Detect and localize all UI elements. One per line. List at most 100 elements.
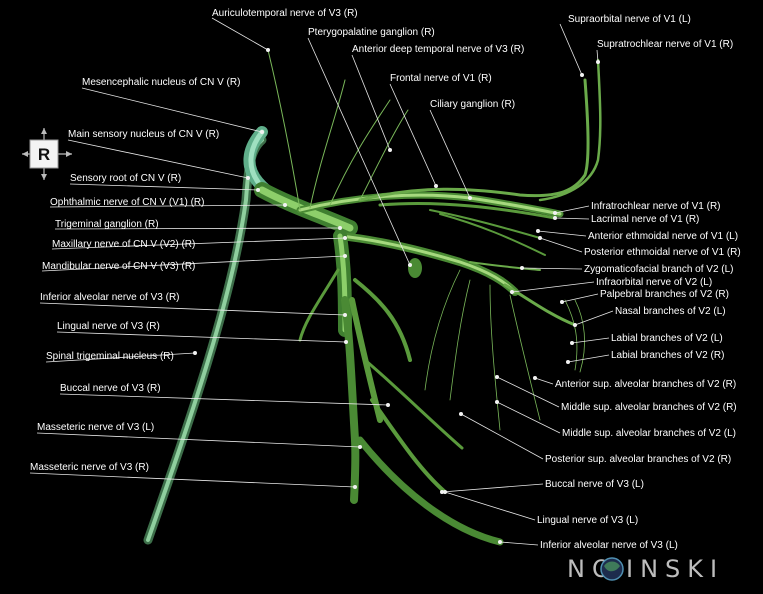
lacrimal-nerve bbox=[378, 201, 557, 220]
leader-endpoint bbox=[533, 376, 537, 380]
inferior-alveolar-nerve-r bbox=[341, 296, 360, 504]
leader-line bbox=[39, 302, 346, 316]
label-posterior-ethmoidal-nerve-v1-r: Posterior ethmoidal nerve of V1 (R) bbox=[584, 247, 741, 258]
brand-text-right: INSKI bbox=[626, 555, 724, 583]
leader-line bbox=[49, 204, 286, 208]
leader-line bbox=[389, 83, 437, 187]
leader-line bbox=[521, 267, 583, 270]
zygomatic-branch bbox=[469, 261, 541, 271]
orientation-arrow-right-icon bbox=[66, 151, 72, 157]
leader-endpoint bbox=[358, 445, 362, 449]
label-maxillary-nerve-v2-r: Maxillary nerve of CN V (V2) (R) bbox=[52, 239, 195, 250]
alveolar-fibres bbox=[424, 269, 541, 431]
leader-line bbox=[441, 483, 544, 493]
leader-endpoint bbox=[468, 196, 472, 200]
trigeminal-nerve-illustration bbox=[143, 49, 602, 546]
label-zygomaticofacial-branch-v2-l: Zygomaticofacial branch of V2 (L) bbox=[584, 264, 734, 275]
leader-line bbox=[559, 23, 583, 76]
leader-line bbox=[429, 109, 471, 199]
label-supraorbital-nerve-v1-l: Supraorbital nerve of V1 (L) bbox=[568, 14, 691, 25]
leader-lines bbox=[29, 17, 614, 546]
orientation-cube bbox=[29, 139, 59, 169]
leader-endpoint bbox=[538, 236, 542, 240]
label-inferior-alveolar-nerve-v3-l: Inferior alveolar nerve of V3 (L) bbox=[540, 540, 678, 551]
leader-endpoint bbox=[573, 323, 577, 327]
label-infraorbital-nerve-v2-l: Infraorbital nerve of V2 (L) bbox=[596, 277, 712, 288]
label-labial-branches-v2-l: Labial branches of V2 (L) bbox=[611, 333, 723, 344]
leader-endpoint bbox=[440, 490, 444, 494]
nowinski-watermark: NO INSKI bbox=[567, 555, 724, 583]
leader-line bbox=[571, 337, 610, 344]
label-auriculotemporal-nerve-v3-r: Auriculotemporal nerve of V3 (R) bbox=[212, 8, 358, 19]
leader-endpoint bbox=[343, 236, 347, 240]
leader-line bbox=[351, 54, 391, 151]
leader-endpoint bbox=[596, 60, 600, 64]
frontal-nerve bbox=[358, 78, 590, 202]
leader-endpoint bbox=[536, 229, 540, 233]
lingual-nerve-l bbox=[370, 398, 447, 494]
leader-endpoint bbox=[498, 540, 502, 544]
leader-endpoint bbox=[343, 254, 347, 258]
labial-fibres bbox=[564, 299, 585, 373]
infraorbital-nerve bbox=[503, 283, 577, 327]
leader-line bbox=[561, 293, 599, 303]
label-ciliary-ganglion-r: Ciliary ganglion (R) bbox=[430, 99, 515, 110]
leader-endpoint bbox=[343, 313, 347, 317]
leader-line bbox=[54, 227, 341, 230]
leader-endpoint bbox=[566, 360, 570, 364]
leader-line bbox=[41, 255, 346, 272]
label-spinal-trigeminal-nucleus-r: Spinal trigeminal nucleus (R) bbox=[46, 351, 174, 362]
leader-line bbox=[499, 541, 539, 546]
leader-endpoint bbox=[388, 148, 392, 152]
label-masseteric-nerve-v3-l: Masseteric nerve of V3 (L) bbox=[37, 422, 154, 433]
leader-endpoint bbox=[560, 300, 564, 304]
leader-endpoint bbox=[495, 375, 499, 379]
label-frontal-nerve-v1-r: Frontal nerve of V1 (R) bbox=[390, 73, 492, 84]
leader-line bbox=[51, 237, 346, 250]
leader-endpoint bbox=[266, 48, 270, 52]
leader-line bbox=[56, 331, 347, 343]
leader-endpoint bbox=[495, 400, 499, 404]
orientation-indicator: R bbox=[22, 128, 72, 180]
leader-endpoint bbox=[344, 340, 348, 344]
orientation-label: R bbox=[38, 145, 50, 164]
leader-endpoint bbox=[260, 130, 264, 134]
leader-line bbox=[534, 377, 554, 385]
label-mesencephalic-nucleus-cnv-r: Mesencephalic nucleus of CN V (R) bbox=[82, 77, 240, 88]
ethmoidal-nerves bbox=[429, 209, 546, 256]
leader-endpoint bbox=[510, 290, 514, 294]
orientation-arrow-down-icon bbox=[41, 174, 47, 180]
label-ophthalmic-nerve-v1-r: Ophthalmic nerve of CN V (V1) (R) bbox=[50, 197, 205, 208]
buccal-nerve-l bbox=[363, 358, 464, 450]
leader-endpoint bbox=[434, 184, 438, 188]
label-pterygopalatine-ganglion-r: Pterygopalatine ganglion (R) bbox=[308, 27, 435, 38]
leader-line bbox=[511, 281, 595, 293]
label-inferior-alveolar-nerve-v3-r: Inferior alveolar nerve of V3 (R) bbox=[40, 292, 180, 303]
label-group: Auriculotemporal nerve of V3 (R) Pterygo… bbox=[30, 8, 741, 551]
leader-line bbox=[596, 49, 599, 63]
leader-endpoint bbox=[408, 263, 412, 267]
buccal-nerve-r bbox=[353, 278, 412, 362]
leader-endpoint bbox=[256, 188, 260, 192]
sensory-root-highlight bbox=[248, 129, 265, 185]
brand-globe-logo bbox=[600, 557, 624, 581]
leader-endpoint bbox=[386, 403, 390, 407]
leader-line bbox=[59, 393, 389, 406]
label-buccal-nerve-v3-r: Buccal nerve of V3 (R) bbox=[60, 383, 161, 394]
label-lacrimal-nerve-v1-r: Lacrimal nerve of V1 (R) bbox=[591, 214, 699, 225]
leader-line bbox=[496, 401, 561, 434]
orientation-arrow-left-icon bbox=[22, 151, 28, 157]
label-trigeminal-ganglion-r: Trigeminal ganglion (R) bbox=[55, 219, 159, 230]
leader-line bbox=[460, 413, 544, 460]
label-lingual-nerve-v3-l: Lingual nerve of V3 (L) bbox=[537, 515, 638, 526]
leader-endpoint bbox=[338, 226, 342, 230]
label-masseteric-nerve-v3-r: Masseteric nerve of V3 (R) bbox=[30, 462, 149, 473]
leader-endpoint bbox=[520, 266, 524, 270]
label-posterior-sup-alveolar-branches-v2-r: Posterior sup. alveolar branches of V2 (… bbox=[545, 454, 731, 465]
leader-endpoint bbox=[283, 203, 287, 207]
leader-line bbox=[67, 139, 249, 179]
label-lingual-nerve-v3-r: Lingual nerve of V3 (R) bbox=[57, 321, 160, 332]
leader-line bbox=[307, 37, 411, 266]
label-middle-sup-alveolar-branches-v2-r: Middle sup. alveolar branches of V2 (R) bbox=[561, 402, 737, 413]
leader-endpoint bbox=[443, 490, 447, 494]
